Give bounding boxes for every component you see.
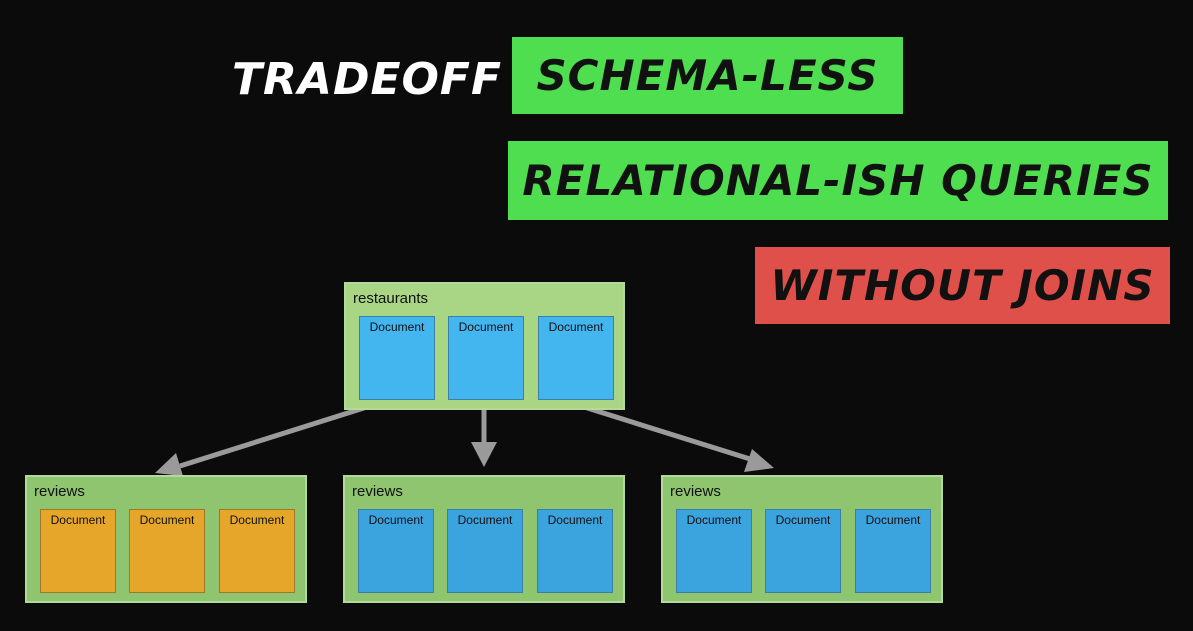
arrowhead-1 [155, 453, 183, 476]
reviews-collection-2: reviews Document Document Document [343, 475, 625, 603]
without-joins-tag: WITHOUT JOINS [755, 247, 1170, 324]
document: Document [40, 509, 116, 593]
document-label: Document [458, 320, 514, 334]
arrow-to-reviews-3 [564, 398, 751, 462]
document: Document [448, 316, 524, 400]
arrowhead-3 [744, 449, 774, 472]
document: Document [447, 509, 523, 593]
collection-label: reviews [352, 483, 403, 500]
document-label: Document [369, 320, 425, 334]
document-label: Document [686, 513, 742, 527]
document: Document [219, 509, 295, 593]
relational-queries-tag: RELATIONAL-ISH QUERIES [508, 141, 1168, 220]
restaurants-collection: restaurants Document Document Document [344, 282, 625, 410]
document: Document [358, 509, 434, 593]
document-label: Document [229, 513, 285, 527]
document: Document [537, 509, 613, 593]
document-label: Document [457, 513, 513, 527]
reviews-collection-3: reviews Document Document Document [661, 475, 943, 603]
arrow-to-reviews-1 [179, 398, 387, 469]
schema-less-tag: SCHEMA-LESS [512, 37, 903, 114]
slide-title: TRADEOFF [232, 54, 503, 105]
arrowhead-2 [471, 442, 497, 467]
document: Document [129, 509, 205, 593]
collection-label: reviews [670, 483, 721, 500]
document: Document [855, 509, 931, 593]
document: Document [359, 316, 435, 400]
document-label: Document [547, 513, 603, 527]
document: Document [765, 509, 841, 593]
collection-label: reviews [34, 483, 85, 500]
document-label: Document [865, 513, 921, 527]
document-label: Document [775, 513, 831, 527]
collection-label: restaurants [353, 290, 429, 307]
document-label: Document [50, 513, 106, 527]
document-label: Document [548, 320, 604, 334]
document-label: Document [368, 513, 424, 527]
reviews-collection-1: reviews Document Document Document [25, 475, 307, 603]
document: Document [676, 509, 752, 593]
document: Document [538, 316, 614, 400]
document-label: Document [139, 513, 195, 527]
